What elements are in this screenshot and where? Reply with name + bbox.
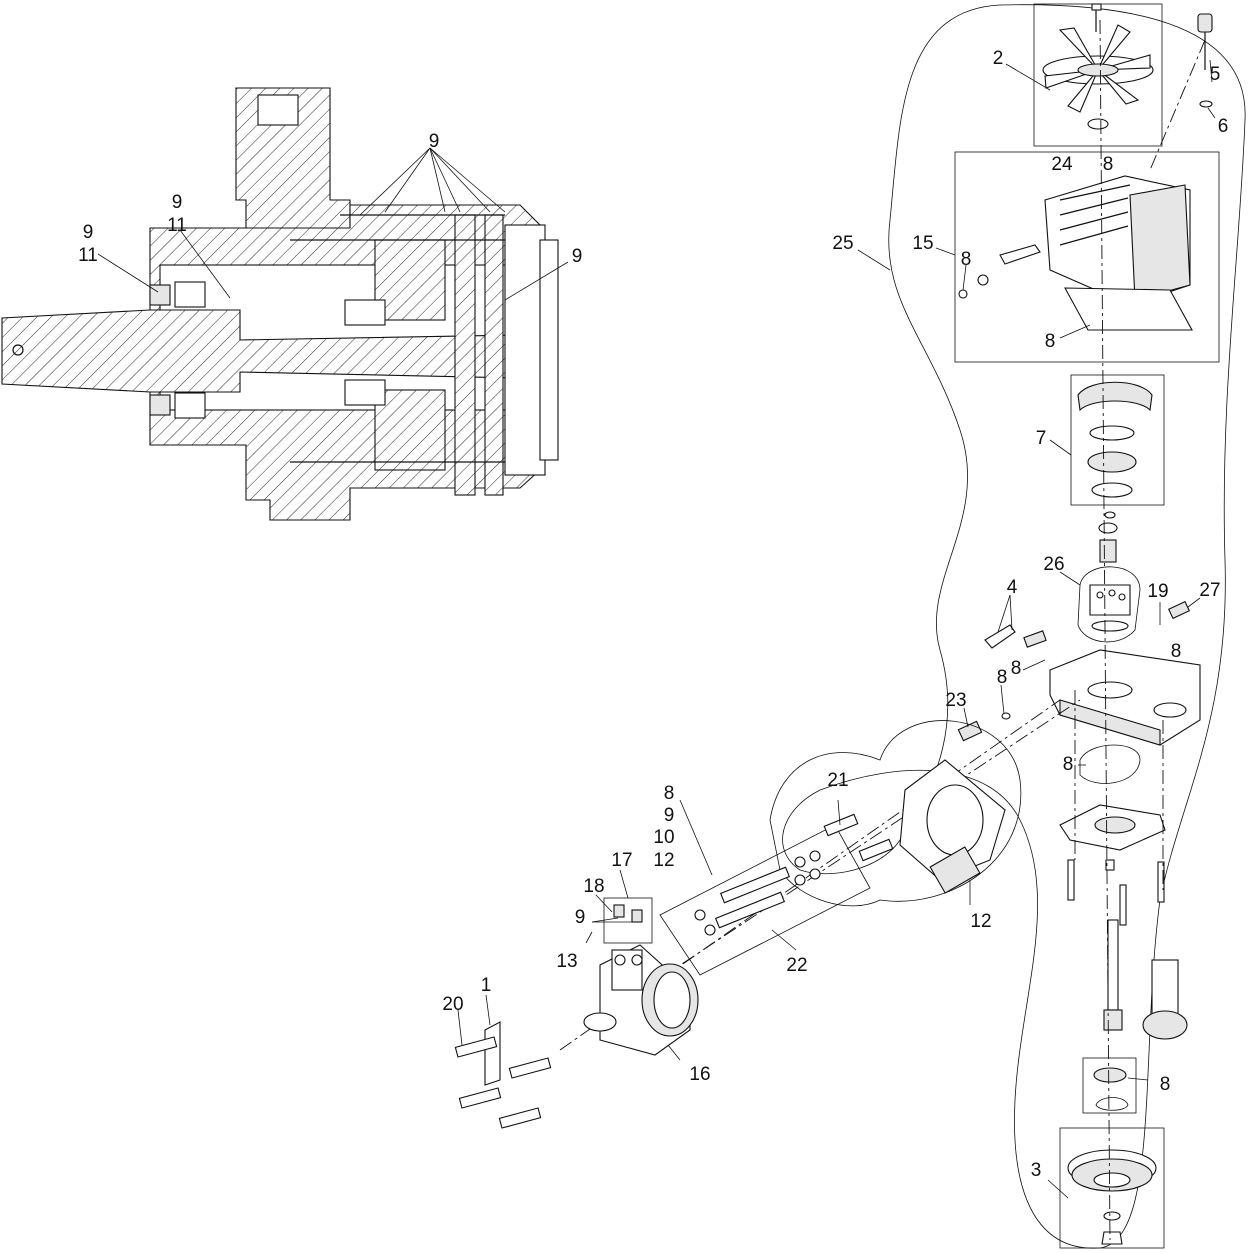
callout-label: 8 [997,667,1008,688]
callout-label: 19 [1147,581,1168,602]
callout-label: 8 [1063,754,1074,775]
callout-label: 12 [970,911,991,932]
callout-label: 24 [1051,154,1073,175]
callout-label: 25 [832,233,853,254]
callout-label: 9 [664,805,675,826]
callout-label: 13 [556,951,577,972]
callout-label: 18 [583,876,604,897]
section-view [1,87,559,521]
callout-label: 8 [1160,1074,1171,1095]
callout-label: 22 [786,955,807,976]
callouts: 9 9 11 9 11 9 2 24 8 5 6 25 15 8 8 7 26 … [78,48,1228,1181]
callout-label: 2 [993,48,1004,69]
lower-assembly [454,720,1022,1129]
callout-label: 23 [945,690,966,711]
callout-label: 1 [481,975,492,996]
callout-label: 8 [664,783,675,804]
fan [1042,3,1154,130]
callout-label: 9 [429,131,440,152]
callout-label: 21 [827,770,848,791]
callout-label: 16 [689,1064,710,1085]
callout-label: 8 [1171,641,1182,662]
callout-label: 11 [78,245,98,266]
callout-label: 10 [653,827,674,848]
callout-label: 7 [1036,428,1047,449]
center-housing [1049,649,1201,746]
callout-label: 3 [1031,1160,1042,1181]
callout-label: 8 [1011,658,1022,679]
callout-label: 15 [912,233,933,254]
callout-label: 20 [442,994,463,1015]
callout-label: 6 [1218,116,1229,137]
callout-label: 9 [572,246,583,267]
callout-label: 8 [1045,331,1056,352]
callout-label: 27 [1199,580,1220,601]
callout-label: 9 [575,907,586,928]
callout-label: 8 [961,249,972,270]
leader-lines [97,59,1216,1199]
callout-label: 26 [1043,554,1064,575]
upper-housing [958,175,1193,331]
callout-label: 9 [83,222,94,243]
callout-label: 11 [167,215,187,236]
exploded-view [559,3,1246,1249]
callout-label: 9 [172,192,183,213]
pump-body [583,944,699,1056]
callout-label: 5 [1210,64,1221,85]
callout-label: 4 [1007,577,1018,598]
callout-label: 12 [653,850,674,871]
callout-label: 17 [611,850,632,871]
callout-label: 8 [1103,154,1114,175]
